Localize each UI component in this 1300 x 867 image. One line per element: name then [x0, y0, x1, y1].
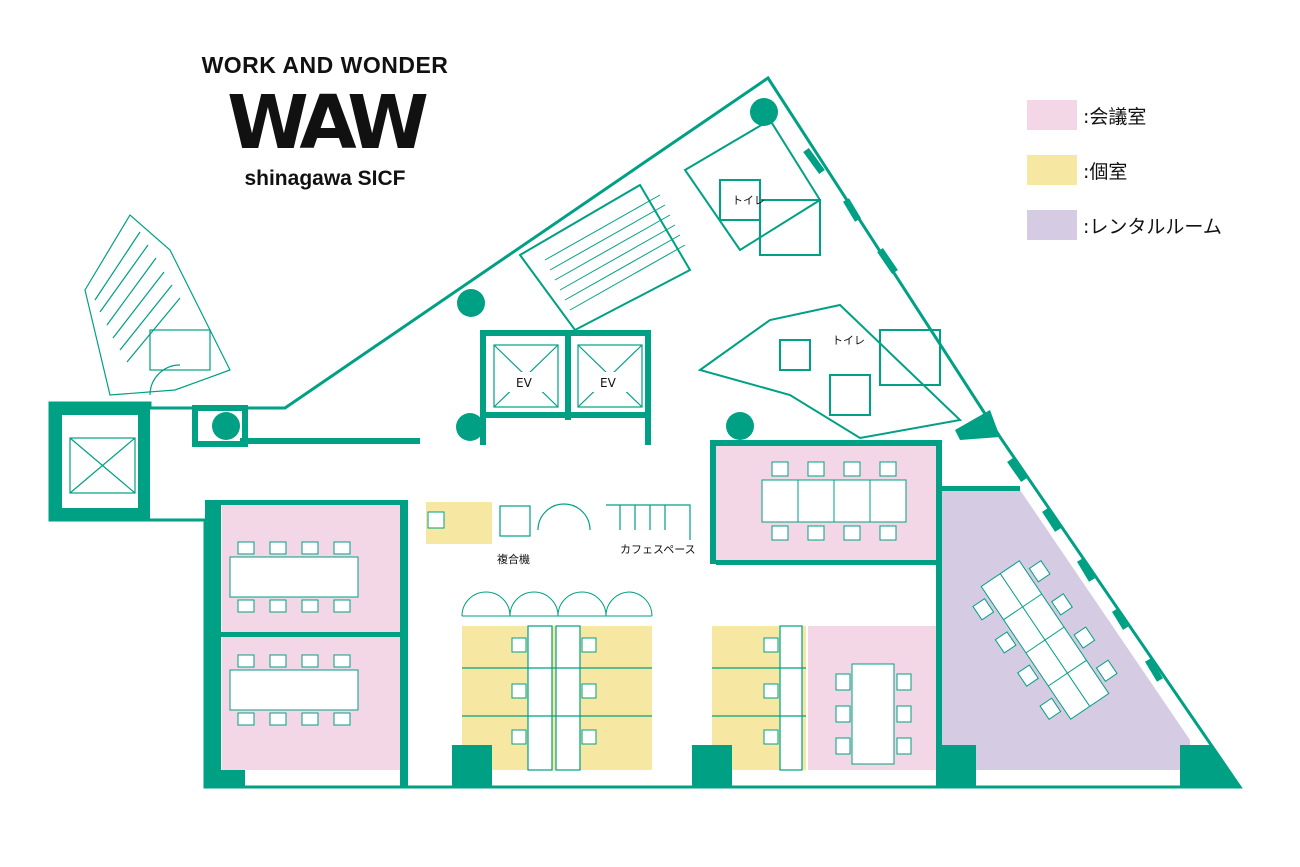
elevator-label-left: EV — [516, 376, 533, 390]
walls — [192, 330, 1240, 787]
legend-item-meeting-room: :会議室 — [1027, 100, 1222, 130]
legend-label-rental-room: :レンタルルーム — [1083, 215, 1222, 238]
legend: :会議室 :個室 :レンタルルーム — [1027, 100, 1222, 265]
logo: WORK AND WONDER WAW shinagawa SICF — [150, 52, 500, 191]
cafe-label: カフェスペース — [620, 543, 696, 556]
toilet-label-lower: トイレ — [832, 334, 865, 347]
logo-tagline: WORK AND WONDER — [201, 52, 449, 78]
legend-swatch-meeting-room — [1027, 100, 1077, 130]
copier-label: 複合機 — [497, 552, 530, 566]
facade — [803, 147, 1164, 682]
legend-swatch-rental-room — [1027, 210, 1077, 240]
legend-label-private-room: :個室 — [1083, 160, 1128, 183]
legend-label-meeting-room: :会議室 — [1083, 105, 1147, 128]
core-outlines — [518, 118, 963, 440]
logo-wordmark: WAW — [227, 80, 429, 166]
rental-room-tables — [972, 560, 1118, 720]
columns — [212, 98, 778, 441]
toilet-label-upper: トイレ — [732, 194, 765, 207]
legend-swatch-private-room — [1027, 155, 1077, 185]
elevator-label-right: EV — [600, 376, 617, 390]
legend-item-rental-room: :レンタルルーム — [1027, 210, 1222, 240]
external-stair — [84, 214, 231, 396]
legend-item-private-room: :個室 — [1027, 155, 1222, 185]
logo-location: shinagawa SICF — [244, 167, 406, 190]
